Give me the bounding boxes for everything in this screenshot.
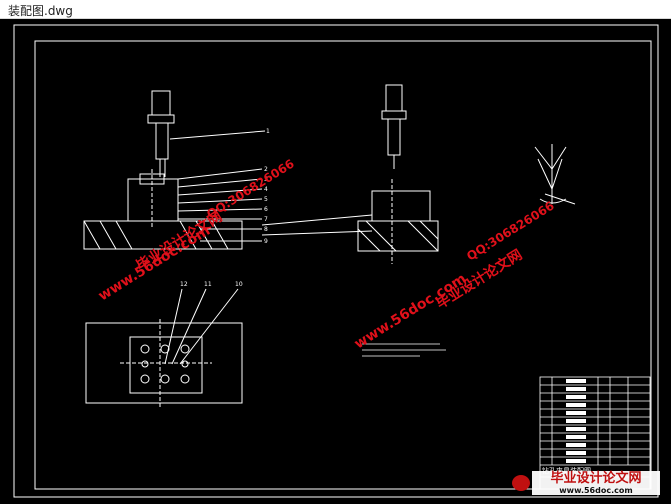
callout-11: 11	[204, 281, 212, 288]
callout-10: 10	[235, 281, 243, 288]
part-number: 3	[264, 176, 268, 183]
logo-icon	[512, 475, 530, 491]
callout-12: 12	[180, 281, 188, 288]
part-number: 4	[264, 186, 268, 193]
footer-brand: 毕业设计论文网	[550, 470, 641, 486]
cad-drawing: 1 2 3 4 5 6 7 8 9	[13, 24, 660, 498]
part-number: 7	[264, 216, 268, 223]
drawing-canvas[interactable]: 1 2 3 4 5 6 7 8 9	[0, 19, 671, 504]
part-number: 9	[264, 238, 268, 245]
part-number: 8	[264, 226, 268, 233]
watermark-site: www.56doc.com	[96, 223, 213, 305]
watermark-qq: QQ:306826066	[204, 156, 297, 221]
part-number: 1	[266, 128, 270, 135]
tech-notes	[362, 343, 446, 357]
title-block-label: 钻孔夹具装配图	[542, 466, 591, 475]
window-title: 装配图.dwg	[8, 4, 73, 18]
watermark-right: www.56doc.com QQ:306826066 毕业设计论文网	[352, 198, 557, 352]
front-view-left	[83, 90, 266, 250]
watermark-site: www.56doc.com	[352, 271, 469, 353]
footer-site: www.56doc.com	[559, 486, 632, 495]
title-bar: 装配图.dwg	[0, 0, 671, 19]
plan-view	[85, 288, 243, 409]
outer-frame	[13, 24, 659, 498]
footer-watermark: 毕业设计论文网 www.56doc.com	[512, 470, 660, 495]
part-number: 5	[264, 196, 268, 203]
detail-view	[534, 144, 576, 205]
inner-frame	[34, 40, 652, 490]
section-view-right	[261, 84, 439, 264]
part-number: 6	[264, 206, 268, 213]
part-number: 2	[264, 166, 268, 173]
